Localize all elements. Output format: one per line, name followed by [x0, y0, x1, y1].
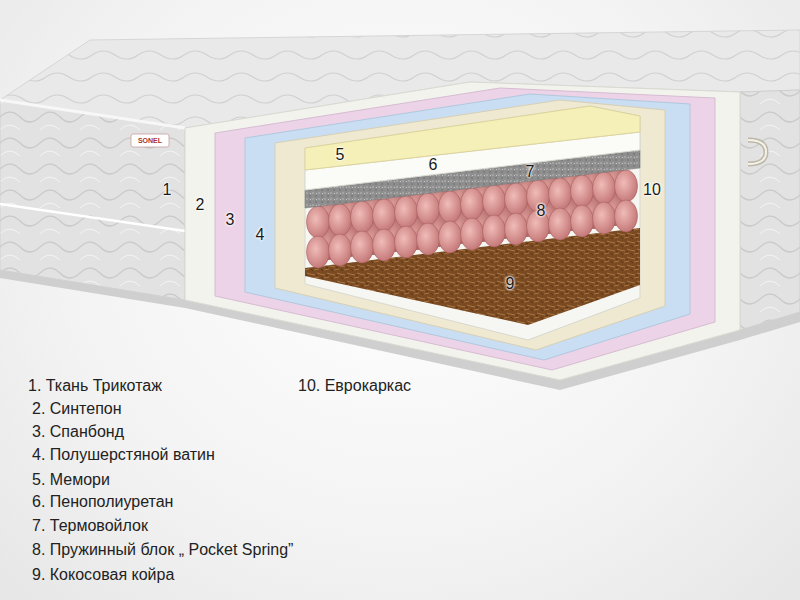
fabric-piping: [0, 100, 185, 128]
legend-item: 9. Кокосовая койра: [32, 565, 174, 584]
spunbond-layer: [215, 88, 715, 370]
legend-item: 6. Пенополиуретан: [32, 492, 173, 511]
memory-foam: [305, 106, 640, 170]
mattress-handle: [748, 140, 766, 164]
legend-item: 3. Спанбонд: [32, 422, 124, 441]
callout-number: 9: [506, 275, 515, 293]
callout-number: 7: [526, 163, 535, 181]
fabric-seam: [0, 204, 185, 231]
callout-number: 3: [226, 211, 235, 229]
legend-item: 5. Мемори: [32, 470, 110, 489]
brand-tag-plate: [131, 134, 169, 147]
callout-number: 5: [336, 146, 345, 164]
brand-tag: SONEL: [138, 137, 162, 145]
mattress-side-fabric: [740, 90, 800, 330]
synthetic-layer: [185, 82, 740, 380]
callout-number: 4: [256, 226, 265, 244]
callout-number: 6: [429, 156, 438, 174]
callout-number: 8: [537, 202, 546, 220]
legend-item: 4. Полушерстяной ватин: [32, 445, 215, 464]
legend-item: 10. Еврокаркас: [298, 376, 411, 395]
callout-number: 10: [643, 181, 661, 199]
bottom-foam: [305, 106, 640, 340]
legend-item: 2. Синтепон: [32, 399, 122, 418]
wool-batting-layer: [245, 94, 690, 360]
mattress-handle-light: [748, 140, 766, 164]
callout-number: 1: [163, 181, 172, 199]
callout-number: 2: [196, 196, 205, 214]
legend-item: 1. Ткань Трикотаж: [28, 376, 162, 395]
legend-item: 7. Термовойлок: [32, 516, 148, 535]
legend-item: 8. Пружинный блок „ Pocket Spring”: [32, 540, 293, 559]
mattress-front-fabric: [0, 100, 185, 300]
frame-layer: [275, 100, 665, 350]
